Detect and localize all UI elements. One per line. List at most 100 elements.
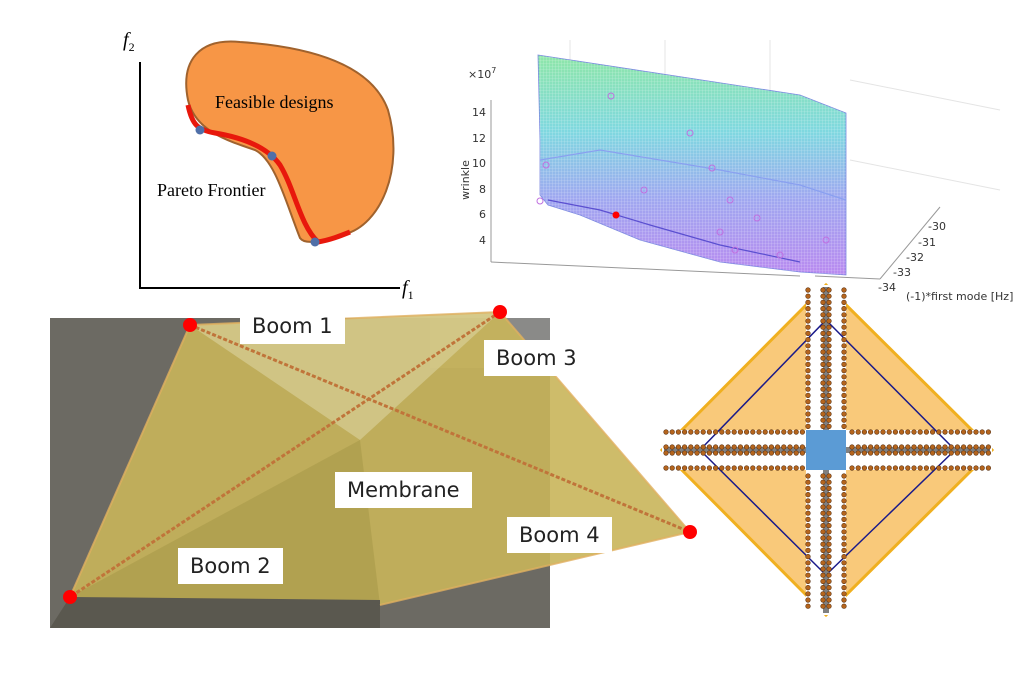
fem-node — [841, 529, 847, 535]
fem-node — [841, 479, 847, 485]
fem-node — [911, 444, 917, 450]
fem-node — [820, 337, 826, 343]
fem-node — [805, 522, 811, 529]
fem-node — [820, 516, 826, 523]
fem-node — [861, 444, 868, 450]
fem-node — [805, 386, 811, 392]
y-axis-label: f2 — [123, 29, 135, 54]
fem-node — [820, 306, 826, 312]
fem-node — [942, 450, 948, 456]
fem-node — [688, 444, 694, 450]
fem-node — [855, 429, 861, 435]
frontier-label: Pareto Frontier — [157, 180, 265, 200]
fem-node — [985, 465, 992, 471]
fem-node — [849, 429, 855, 435]
fem-node — [694, 465, 700, 471]
fem-node — [768, 465, 775, 471]
fem-node — [880, 444, 886, 450]
fem-node — [826, 485, 832, 492]
fem-node — [820, 349, 826, 355]
fem-node — [805, 318, 811, 324]
fem-node — [820, 324, 826, 330]
fem-node — [855, 465, 861, 471]
fem-node — [743, 450, 750, 456]
fem-node — [826, 318, 832, 324]
fem-node — [929, 465, 936, 471]
fem-node — [874, 429, 880, 435]
fem-node — [867, 429, 874, 435]
fem-node — [826, 380, 832, 386]
fem-node — [719, 444, 725, 450]
fem-node — [820, 572, 826, 578]
fem-node — [967, 465, 973, 471]
fem-node — [886, 465, 892, 471]
fem-node — [874, 465, 880, 471]
fem-node — [805, 516, 811, 523]
fem-node — [954, 450, 961, 456]
fem-node — [781, 429, 787, 435]
fem-node — [820, 603, 826, 609]
fem-node — [841, 522, 847, 529]
z-tick: 6 — [479, 208, 486, 221]
fem-node — [948, 465, 954, 471]
fem-node — [911, 450, 917, 456]
fem-node — [973, 465, 979, 471]
fem-node — [768, 450, 775, 456]
fem-node — [820, 386, 826, 392]
fem-node — [841, 293, 847, 299]
fem-node — [973, 444, 979, 450]
fem-node — [923, 465, 930, 471]
fem-node — [880, 450, 886, 456]
fem-node — [774, 465, 781, 471]
fem-node — [700, 444, 706, 450]
y-axis-label-3d: (-1)*first mode [Hz] — [906, 290, 1013, 303]
fem-node — [936, 429, 942, 435]
fem-node — [886, 429, 892, 435]
fem-node — [787, 465, 793, 471]
fem-node — [841, 603, 847, 609]
fem-node — [820, 479, 826, 485]
fem-node — [861, 429, 868, 435]
fem-node — [731, 429, 737, 435]
fem-node — [799, 429, 806, 435]
fem-node — [826, 553, 832, 560]
fem-node — [841, 553, 847, 560]
fem-node — [979, 429, 985, 435]
fem-node — [826, 479, 832, 485]
fem-node — [841, 591, 847, 597]
fem-node — [892, 444, 899, 450]
fem-node — [826, 399, 832, 405]
fem-node — [820, 498, 826, 504]
fem-node — [805, 485, 811, 492]
fem-node — [979, 450, 985, 456]
fem-node — [826, 547, 832, 554]
fem-node — [725, 450, 731, 456]
fem-node — [805, 529, 811, 535]
fem-node — [681, 429, 688, 435]
fem-node — [979, 465, 985, 471]
fem-node — [917, 429, 923, 435]
boom-tip — [63, 590, 77, 604]
fem-node — [725, 429, 731, 435]
fem-node — [826, 374, 832, 380]
fem-node — [820, 374, 826, 380]
fem-node — [820, 399, 826, 405]
fem-node — [663, 444, 669, 450]
fem-node — [694, 444, 700, 450]
label-boom-4: Boom 4 — [507, 517, 612, 553]
fem-node — [820, 535, 826, 541]
fem-node — [820, 287, 826, 293]
fem-node — [911, 429, 917, 435]
fem-node — [826, 597, 832, 603]
fem-node — [826, 392, 832, 399]
fem-node — [855, 450, 861, 456]
fem-node — [886, 444, 892, 450]
label-membrane: Membrane — [335, 472, 472, 508]
fem-node — [706, 465, 713, 471]
pareto-frontier — [185, 104, 351, 245]
fem-node — [841, 485, 847, 492]
fem-node — [799, 444, 806, 450]
fem-node — [820, 504, 826, 510]
fem-node — [805, 399, 811, 405]
fem-node — [841, 368, 847, 374]
